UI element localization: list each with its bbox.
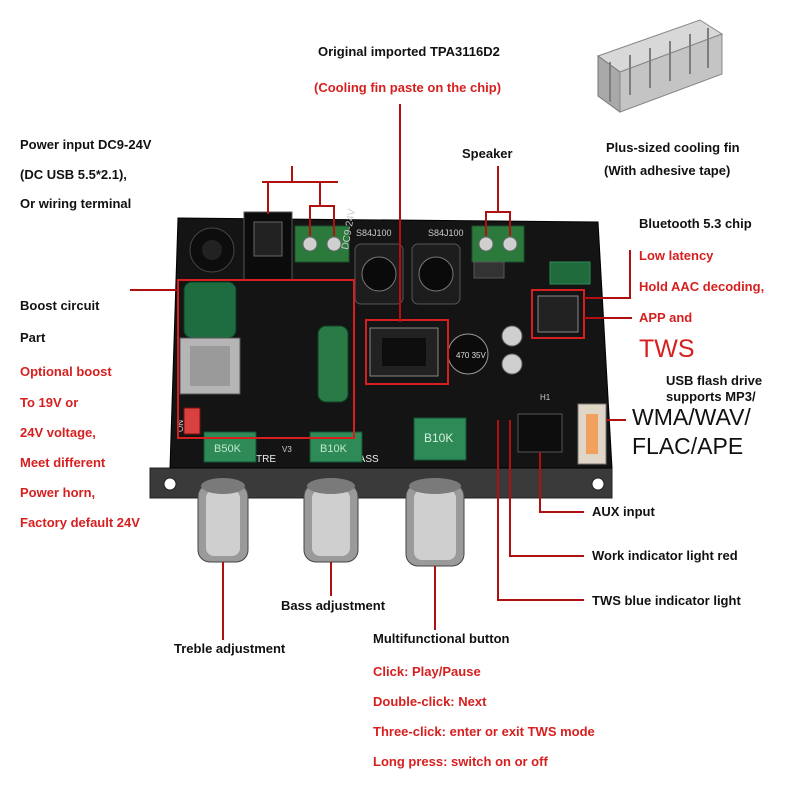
capacitor-mark: 470 35V [456, 351, 486, 360]
power-input-line1: Power input DC9-24V [20, 137, 152, 152]
boost-title: Boost circuit [20, 298, 100, 313]
boost-note-5: Power horn, [20, 485, 96, 500]
led-label: H1 [540, 393, 551, 402]
mount-hole-right [591, 477, 605, 491]
silk-tre: TRE [256, 454, 276, 465]
capacitor-green [317, 325, 349, 403]
button-action-3: Three-click: enter or exit TWS mode [373, 724, 595, 739]
button-action-4: Long press: switch on or off [373, 754, 548, 769]
chip-highlight-box [365, 319, 449, 385]
chip-title: Original imported TPA3116D2 [318, 44, 500, 59]
work-light-label: Work indicator light red [592, 548, 738, 563]
aux-jack [517, 413, 563, 453]
mount-hole-left [163, 477, 177, 491]
chip-note: (Cooling fin paste on the chip) [314, 80, 502, 95]
boost-part: Part [20, 330, 46, 345]
knob-treble[interactable] [197, 478, 249, 563]
inductor-1-mark: S84J100 [356, 228, 392, 238]
bass-label: Bass adjustment [281, 598, 386, 613]
bluetooth-chip [537, 295, 579, 333]
treble-label: Treble adjustment [174, 641, 286, 656]
bluetooth-title: Bluetooth 5.3 chip [639, 216, 752, 231]
cooling-fin-title: Plus-sized cooling fin [606, 140, 740, 155]
switch-label: ON [176, 420, 185, 432]
tws-light-label: TWS blue indicator light [592, 593, 741, 608]
silk-bass: BASS [352, 454, 379, 465]
aux-label: AUX input [592, 504, 655, 519]
power-input-line2: (DC USB 5.5*2.1), [20, 167, 127, 182]
cooling-fin-image [596, 19, 724, 113]
silk-v3: V3 [282, 445, 292, 454]
bluetooth-feature-2: Hold AAC decoding, [639, 279, 765, 294]
pot-main [413, 417, 467, 461]
button-action-2: Double-click: Next [373, 694, 487, 709]
bluetooth-tws: TWS [639, 335, 695, 363]
boost-note-2: To 19V or [20, 395, 79, 410]
power-input-line3: Or wiring terminal [20, 196, 132, 211]
boost-highlight-box [177, 279, 355, 439]
boost-note-3: 24V voltage, [20, 425, 96, 440]
pot-bass-mark: B10K [320, 443, 348, 455]
button-title: Multifunctional button [373, 631, 510, 646]
dip-switch [183, 407, 201, 435]
pot-main-mark: B10K [424, 431, 453, 445]
boost-capacitor [183, 281, 237, 339]
bluetooth-feature-1: Low latency [639, 248, 714, 263]
usb-formats-2: FLAC/APE [632, 433, 744, 459]
knob-multifunction[interactable] [405, 478, 465, 567]
bluetooth-antenna [549, 261, 591, 285]
cooling-fin-note: (With adhesive tape) [604, 163, 731, 178]
bluetooth-feature-3: APP and [639, 310, 693, 325]
inductor-2-mark: S84J100 [428, 228, 464, 238]
boost-note-6: Factory default 24V [20, 515, 140, 530]
button-action-1: Click: Play/Pause [373, 664, 481, 679]
leader-lines [130, 104, 632, 640]
boost-note-4: Meet different [20, 455, 106, 470]
pot-treble-mark: B50K [214, 443, 242, 455]
speaker-label: Speaker [462, 146, 513, 161]
usb-formats-1: WMA/WAV/ [632, 404, 751, 430]
knob-bass[interactable] [303, 478, 359, 563]
boost-note-1: Optional boost [20, 364, 112, 379]
bluetooth-highlight-box [531, 289, 585, 339]
usb-line2: supports MP3/ [666, 389, 756, 404]
usb-line1: USB flash drive [666, 373, 763, 388]
